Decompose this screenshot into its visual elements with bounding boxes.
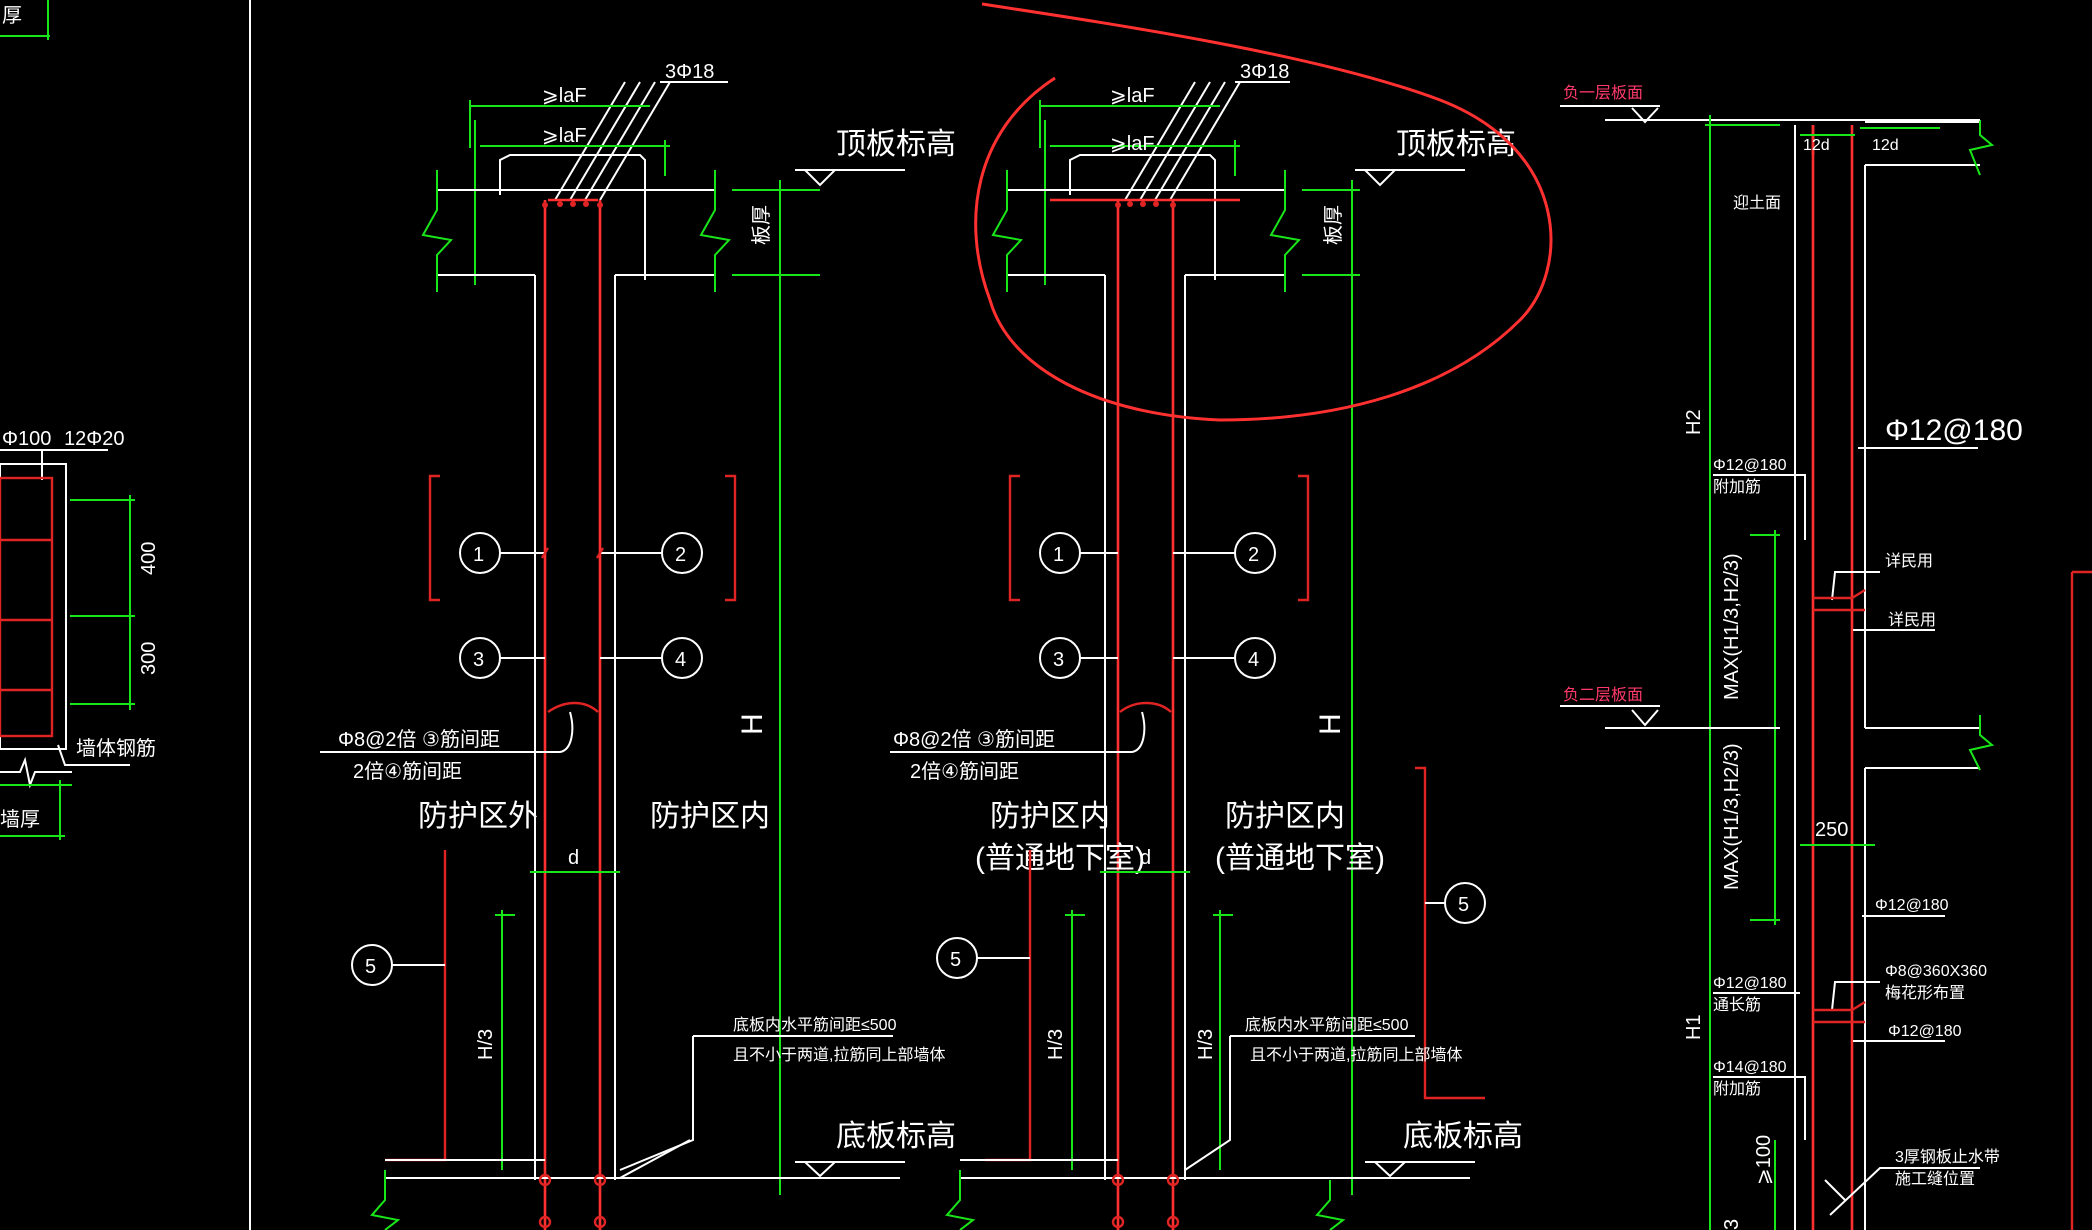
- zone-outer: 防护区外: [418, 800, 538, 833]
- bottom-note-1: 底板内水平筋间距≤500: [1245, 1016, 1409, 1034]
- rebar-label-a: Φ100: [2, 428, 51, 450]
- dim-100: ⩾100: [1753, 1135, 1775, 1185]
- callout-4: 4: [1248, 649, 1259, 671]
- b1-floor-label: 负一层板面: [1563, 84, 1643, 102]
- callout-3: 3: [473, 649, 484, 671]
- laf-lower: ⩾laF: [542, 125, 587, 147]
- bar-180-b: Φ12@180: [1888, 1023, 1962, 1040]
- construction-joint: 施工缝位置: [1895, 1170, 1975, 1188]
- bar-main: Φ12@180: [1885, 414, 2023, 447]
- roof-elevation: 顶板标高: [1396, 128, 1516, 161]
- callout-2: 2: [675, 544, 686, 566]
- callout-5-left: 5: [950, 949, 961, 971]
- add-bar-1: Φ12@180: [1713, 457, 1787, 474]
- zone-right-2: (普通地下室): [1215, 842, 1385, 875]
- waterstop-label: 3厚钢板止水带: [1895, 1148, 2000, 1166]
- h-third: H/3: [475, 1029, 497, 1060]
- laf-lower: ⩾laF: [1110, 133, 1155, 155]
- lap-12d-a: 12d: [1803, 137, 1830, 154]
- top-bars-label: 3Φ18: [1240, 61, 1289, 83]
- extend-bar: Φ12@180: [1713, 975, 1787, 992]
- detail-use-2: 详民用: [1888, 611, 1936, 629]
- callout-5-right: 5: [1458, 894, 1469, 916]
- tie-note: 梅花形布置: [1885, 984, 1965, 1002]
- callout-4: 4: [675, 649, 686, 671]
- wall-height: H: [1314, 713, 1347, 735]
- bottom-note-2: 且不小于两道,拉筋同上部墙体: [733, 1046, 945, 1064]
- max-lower: MAX(H1/3,H2/3): [1721, 743, 1743, 890]
- extend-note: 通长筋: [1713, 996, 1761, 1014]
- detail-right: 3Φ18 ⩾laF ⩾laF 板厚 顶板标高: [890, 2, 1553, 1230]
- tie-note-1: Φ8@2倍 ③筋间距: [338, 728, 500, 751]
- wall-thk-label: 墙厚: [0, 808, 40, 831]
- rebar-label-b: 12Φ20: [64, 428, 124, 450]
- dim-400: 400: [138, 542, 160, 575]
- wall-rebar-label: 墙体钢筋: [76, 737, 156, 760]
- detail-left: 3Φ18 ⩾laF ⩾laF 板厚 顶板标高: [320, 61, 956, 1230]
- dim-300: 300: [138, 642, 160, 675]
- bar-180-a: Φ12@180: [1875, 897, 1949, 914]
- dim-250: 250: [1815, 819, 1848, 841]
- callout-3: 3: [1053, 649, 1064, 671]
- laf-upper: ⩾laF: [542, 85, 587, 107]
- markup-circle: [974, 2, 1553, 422]
- wall-thk-top-label: 厚: [2, 5, 22, 27]
- top-bars-label: 3Φ18: [665, 61, 714, 83]
- h1-dim: H1: [1683, 1014, 1705, 1040]
- laf-upper: ⩾laF: [1110, 85, 1155, 107]
- bottom-elevation: 底板标高: [836, 1120, 956, 1153]
- slab-thickness: 板厚: [1322, 205, 1345, 245]
- roof-elevation: 顶板标高: [836, 128, 956, 161]
- h-third-b: H/3: [1195, 1029, 1217, 1060]
- bottom-note-2: 且不小于两道,拉筋同上部墙体: [1250, 1046, 1462, 1064]
- zone-left-1: 防护区内: [990, 800, 1110, 833]
- tie-note-2: 2倍④筋间距: [910, 760, 1019, 783]
- callout-1: 1: [473, 544, 484, 566]
- wall-height: H: [736, 713, 769, 735]
- tie-bar: Φ8@360X360: [1885, 963, 1987, 980]
- h-third-a: H/3: [1045, 1029, 1067, 1060]
- max-upper: MAX(H1/3,H2/3): [1721, 553, 1743, 700]
- b2-floor-label: 负二层板面: [1563, 686, 1643, 704]
- bottom-note-1: 底板内水平筋间距≤500: [733, 1016, 897, 1034]
- dim-3: 3: [1721, 1219, 1743, 1230]
- slab-thickness: 板厚: [750, 205, 773, 245]
- zone-inner: 防护区内: [650, 800, 770, 833]
- width-d: d: [568, 847, 579, 869]
- bottom-elevation: 底板标高: [1403, 1120, 1523, 1153]
- section-right: 负一层板面 H2 H1 12d 12d 迎土面 Φ12@180 Φ12@180 …: [1560, 84, 2092, 1230]
- callout-2: 2: [1248, 544, 1259, 566]
- detail-use-1: 详民用: [1885, 552, 1933, 570]
- bar-14: Φ14@180: [1713, 1059, 1787, 1076]
- callout-1: 1: [1053, 544, 1064, 566]
- zone-left-2: (普通地下室): [975, 842, 1145, 875]
- width-d: d: [1140, 847, 1151, 869]
- lap-12d-b: 12d: [1872, 137, 1899, 154]
- tie-note-2: 2倍④筋间距: [353, 760, 462, 783]
- h2-dim: H2: [1683, 409, 1705, 435]
- tie-note-1: Φ8@2倍 ③筋间距: [893, 728, 1055, 751]
- soil-face-label: 迎土面: [1733, 194, 1781, 212]
- callout-5: 5: [365, 956, 376, 978]
- bar-14-note: 附加筋: [1713, 1080, 1761, 1098]
- zone-right-1: 防护区内: [1225, 800, 1345, 833]
- left-fragment: 厚 Φ100 12Φ20 400 300 墙体钢筋 墙厚: [0, 0, 251, 1230]
- add-bar-1-note: 附加筋: [1713, 478, 1761, 496]
